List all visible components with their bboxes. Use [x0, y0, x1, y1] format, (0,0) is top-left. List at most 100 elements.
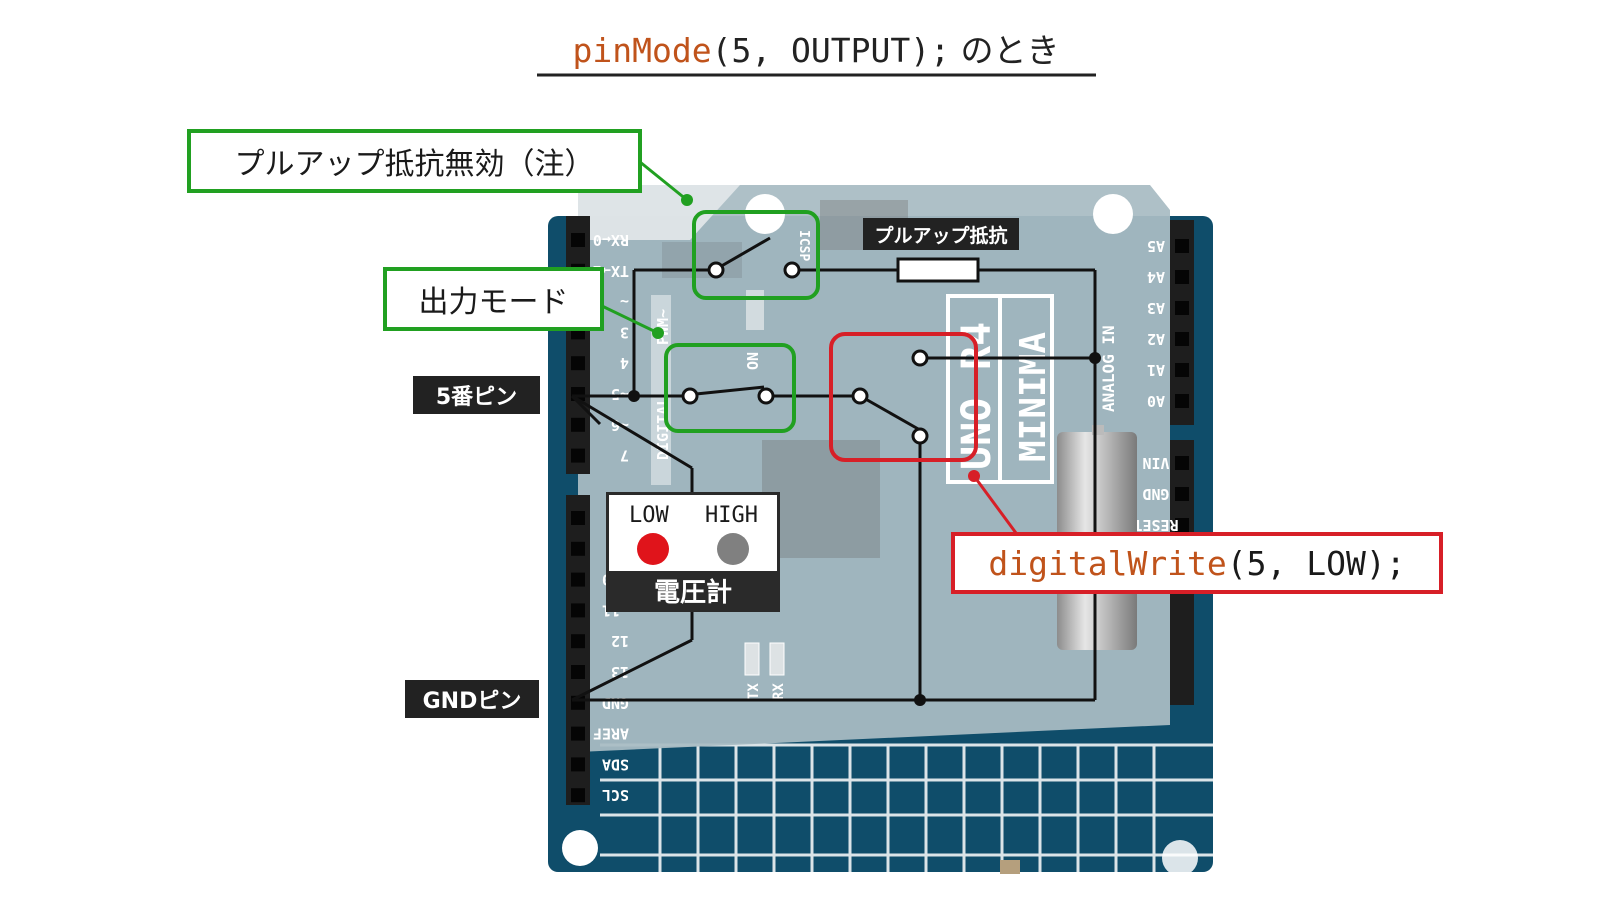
voltmeter-high-label: HIGH [705, 503, 758, 528]
logo-minima: MINIMA [1013, 332, 1054, 462]
pullup-resistor-text: プルアップ抵抗 [874, 224, 1008, 247]
right-pin-label: VIN [1142, 454, 1169, 472]
pullup-switch-contact-left [707, 261, 725, 279]
left-pin-hole [571, 233, 585, 247]
digitalwrite-callout: digitalWrite(5, LOW); [951, 532, 1443, 594]
output-switch-contact-left [681, 387, 699, 405]
left-pin-label: SCL [602, 786, 629, 804]
capacitor-top [1092, 425, 1104, 435]
write-switch-high [911, 349, 929, 367]
right-pin-label: A0 [1147, 392, 1165, 410]
output-mode-callout: 出力モード [383, 267, 604, 331]
pwm-label: PWM~ [654, 309, 672, 345]
left-pin-label: 4 [620, 354, 629, 372]
right-pin-hole [1175, 270, 1189, 284]
left-pin-hole [571, 757, 585, 772]
title-function: pinMode [573, 31, 712, 70]
output-switch-highlight [664, 343, 796, 433]
output-switch-contact-right [757, 387, 775, 405]
pointer-digitalwrite [972, 475, 1018, 534]
left-pin-label: GND [602, 694, 629, 712]
right-pin-hole [1175, 518, 1189, 532]
mount-hole-top-right [1093, 194, 1133, 234]
right-pin-hole [1175, 301, 1189, 315]
circuit-wires [570, 236, 1097, 702]
pointer-pullup-dot [681, 194, 693, 206]
pullup-switch-contact-right [783, 261, 801, 279]
left-pin-hole [571, 665, 585, 679]
board-grid [600, 743, 1213, 872]
left-pin-hole [571, 448, 585, 463]
output-mode-text: 出力モード [418, 285, 569, 320]
left-pin-hole [571, 634, 585, 649]
tx-label: TX [746, 683, 762, 700]
left-pin-hole [571, 788, 585, 803]
right-pin-label: A3 [1147, 299, 1165, 317]
pullup-resistor [896, 257, 980, 283]
title-suffix: のとき [950, 31, 1060, 70]
gnd-pin-text: GNDピン [422, 689, 522, 714]
left-pin-hole [571, 417, 585, 432]
voltmeter-low-indicator [637, 533, 669, 565]
shield-corner-cut [578, 185, 740, 240]
right-pin-label: A1 [1147, 361, 1165, 379]
voltmeter-high-indicator [717, 533, 749, 565]
icsp-label: ICSP [796, 230, 811, 261]
voltmeter: LOW HIGH 電圧計 [606, 492, 780, 612]
left-pin-label: ~5 [611, 385, 629, 403]
junction-gnd [914, 694, 926, 706]
left-header-top [566, 216, 590, 474]
shield-corner-cut-right [1150, 185, 1170, 210]
circuit-nodes [628, 352, 1101, 706]
right-pin-hole [1175, 363, 1189, 377]
pullup-resistor-tag: プルアップ抵抗 [863, 218, 1019, 250]
right-pin-hole [1175, 456, 1189, 470]
title-args: (5, OUTPUT); [712, 31, 950, 70]
pullup-switch-highlight [692, 210, 820, 300]
pullup-disabled-callout: プルアップ抵抗無効（注） [187, 129, 642, 193]
left-pin-hole [571, 572, 585, 587]
right-pin-label: A5 [1147, 237, 1165, 255]
left-pin-label: RX←0 [593, 231, 629, 249]
left-pin-hole [571, 541, 585, 556]
voltmeter-low-label: LOW [629, 503, 669, 528]
digitalwrite-args: (5, LOW); [1226, 543, 1406, 583]
mount-hole-bottom-left [562, 830, 598, 866]
right-pin-label: RESET [1133, 516, 1178, 534]
arduino-board: RX←0TX→1~34~5~678~9~10~111213GNDAREFSDAS… [548, 185, 1213, 876]
mount-hole-bottom-right [1162, 840, 1198, 876]
pointer-pullup [639, 160, 688, 202]
digitalwrite-switch-highlight [829, 332, 978, 462]
left-pin-hole [571, 603, 585, 618]
digitalwrite-function: digitalWrite [988, 543, 1227, 583]
left-pin-label: AREF [593, 725, 629, 743]
right-pin-label: A4 [1147, 268, 1165, 286]
digital-silk-bar [651, 295, 671, 485]
left-pin-hole [571, 726, 585, 741]
page-title: pinMode(5, OUTPUT); のとき [573, 31, 1060, 70]
switch-contacts [681, 261, 929, 445]
right-pin-hole [1175, 239, 1189, 253]
left-pin-label: 3 [620, 323, 629, 341]
right-header-top [1170, 220, 1194, 425]
pin5-text: 5番ピン [435, 385, 518, 410]
voltmeter-name: 電圧計 [653, 577, 732, 608]
left-pin-label: ~ [620, 293, 629, 311]
pointer-output [601, 304, 659, 335]
left-pin-label: 12 [611, 632, 629, 650]
small-component [1000, 860, 1020, 874]
left-pin-label: 7 [620, 447, 629, 465]
junction-a1 [1089, 352, 1101, 364]
right-pin-hole [1175, 394, 1189, 408]
left-pin-hole [571, 511, 585, 525]
voltmeter-name-bar: 電圧計 [609, 571, 777, 609]
pin5-tag: 5番ピン [413, 376, 540, 414]
tx-led [744, 642, 760, 676]
right-pin-label: A2 [1147, 330, 1165, 348]
pointer-output-dot [652, 327, 664, 339]
left-pin-label: SDA [602, 755, 629, 773]
on-label: ON [744, 352, 762, 370]
left-pin-hole [571, 356, 585, 371]
gnd-pin-tag: GNDピン [405, 680, 539, 718]
